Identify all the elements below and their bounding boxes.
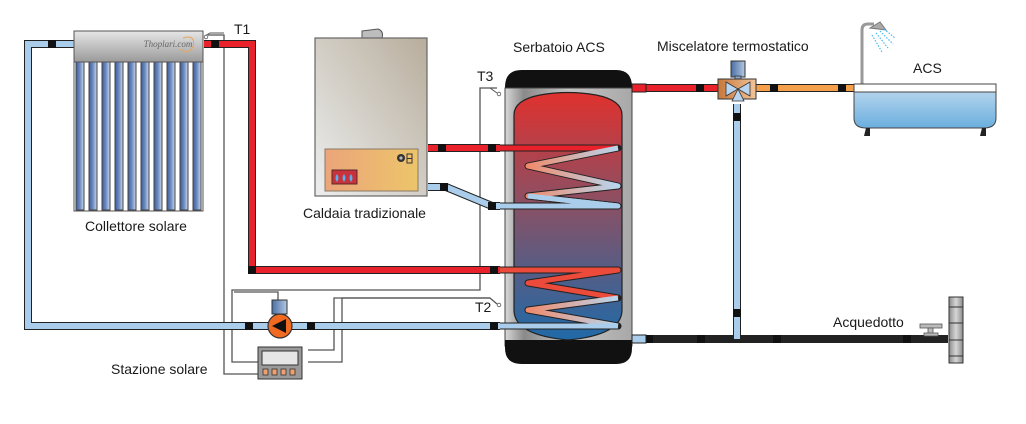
- sensor-t3: [480, 87, 502, 97]
- mains-cold-pipe: [632, 104, 948, 343]
- traditional-boiler: [314, 28, 428, 197]
- solar-cold-pipe: [24, 40, 500, 330]
- thermostatic-mixer: [717, 60, 757, 102]
- solar-hot-pipe: [204, 40, 500, 274]
- label-t1: T1: [234, 21, 251, 37]
- pump-arrow-icon: [272, 319, 286, 333]
- controller-button: [289, 368, 296, 376]
- bathtub: [853, 21, 997, 136]
- label-station: Stazione solare: [111, 361, 208, 377]
- solar-coil: [500, 266, 622, 330]
- label-t2: T2: [475, 299, 492, 315]
- label-boiler: Caldaia tradizionale: [303, 205, 426, 221]
- shower-head-icon: [868, 21, 888, 31]
- sensor-t1: [203, 32, 224, 40]
- flame-icon: [335, 174, 353, 182]
- water-spray-icon: [871, 28, 896, 53]
- controller-button: [280, 368, 287, 376]
- label-dhw: ACS: [913, 60, 942, 76]
- label-tank: Serbatoio ACS: [513, 39, 605, 55]
- sensor-t2: [496, 302, 502, 308]
- controller-button: [262, 368, 269, 376]
- boiler-pipes: [428, 144, 500, 210]
- circulation-pump: [267, 299, 293, 339]
- controller-display: [261, 350, 299, 366]
- controller-button: [271, 368, 278, 376]
- label-collector: Collettore solare: [85, 218, 187, 234]
- dhw-mixed-pipe: [755, 84, 858, 92]
- collector-tubes: [75, 61, 202, 211]
- solar-collector: Thoplari.com: [73, 30, 204, 212]
- boiler-coil: [500, 144, 622, 210]
- collector-logo: Thoplari.com: [144, 39, 193, 49]
- label-mains: Acquedotto: [833, 314, 904, 330]
- wall: [948, 296, 964, 364]
- mains-tap: [919, 323, 943, 337]
- solar-controller: [257, 346, 303, 380]
- label-mixer: Miscelatore termostatico: [657, 38, 809, 54]
- label-t3: T3: [477, 68, 494, 84]
- storage-tank: [500, 70, 647, 364]
